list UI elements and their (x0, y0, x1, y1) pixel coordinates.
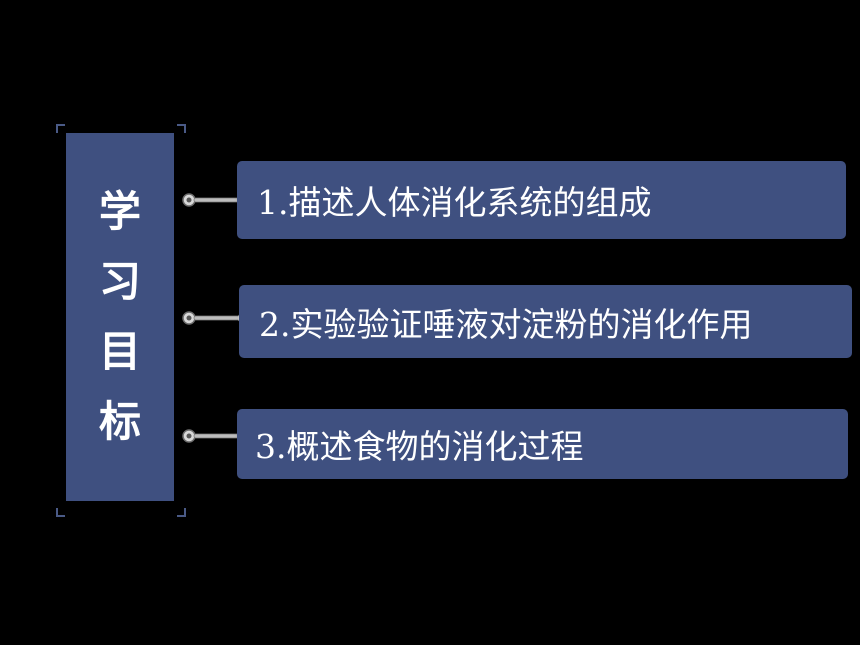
goal-text: 3.概述食物的消化过程 (255, 427, 584, 466)
corner-bracket-top-left (56, 124, 65, 133)
title-char: 目 (98, 327, 141, 376)
vertical-title-box: 学 习 目 标 (66, 133, 174, 501)
corner-bracket-top-right (177, 124, 186, 133)
goal-text: 2.实验验证唾液对淀粉的消化作用 (259, 304, 753, 344)
corner-bracket-bottom-left (56, 508, 65, 517)
goal-item: 1.描述人体消化系统的组成 (237, 161, 846, 239)
title-char: 学 (98, 187, 141, 236)
title-char: 习 (98, 257, 141, 306)
title-char: 标 (98, 397, 141, 446)
goal-text: 1.描述人体消化系统的组成 (257, 183, 652, 222)
goal-item: 3.概述食物的消化过程 (237, 409, 848, 479)
corner-bracket-bottom-right (177, 508, 186, 517)
goal-item: 2.实验验证唾液对淀粉的消化作用 (239, 285, 852, 358)
